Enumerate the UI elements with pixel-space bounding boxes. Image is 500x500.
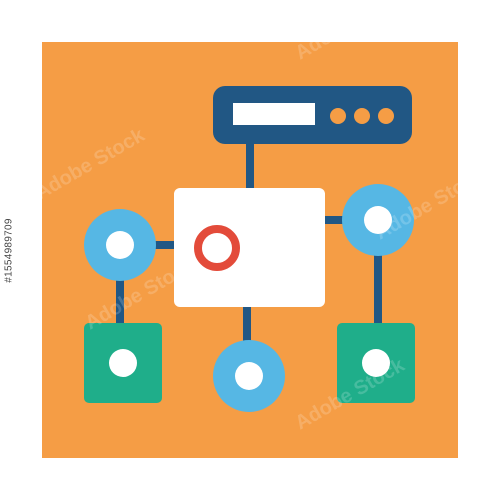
left-terminal-dot	[109, 349, 137, 377]
stock-id-label: #1554989709	[0, 0, 18, 500]
hub-box	[174, 188, 325, 307]
hub-body	[174, 188, 325, 307]
server-led	[330, 108, 346, 124]
left-node-dot	[106, 231, 134, 259]
server-box	[213, 86, 412, 144]
stock-id-text: #1554989709	[3, 217, 15, 283]
bottom-node-dot	[235, 362, 263, 390]
server-led	[354, 108, 370, 124]
terminal-boxes	[84, 323, 415, 403]
hub-ring-icon	[194, 225, 240, 271]
node-circles	[84, 184, 414, 412]
server-led	[378, 108, 394, 124]
right-node-dot	[364, 206, 392, 234]
right-terminal-dot	[362, 349, 390, 377]
server-slot	[233, 103, 315, 125]
watermark-text: Adobe Stock	[62, 0, 180, 44]
